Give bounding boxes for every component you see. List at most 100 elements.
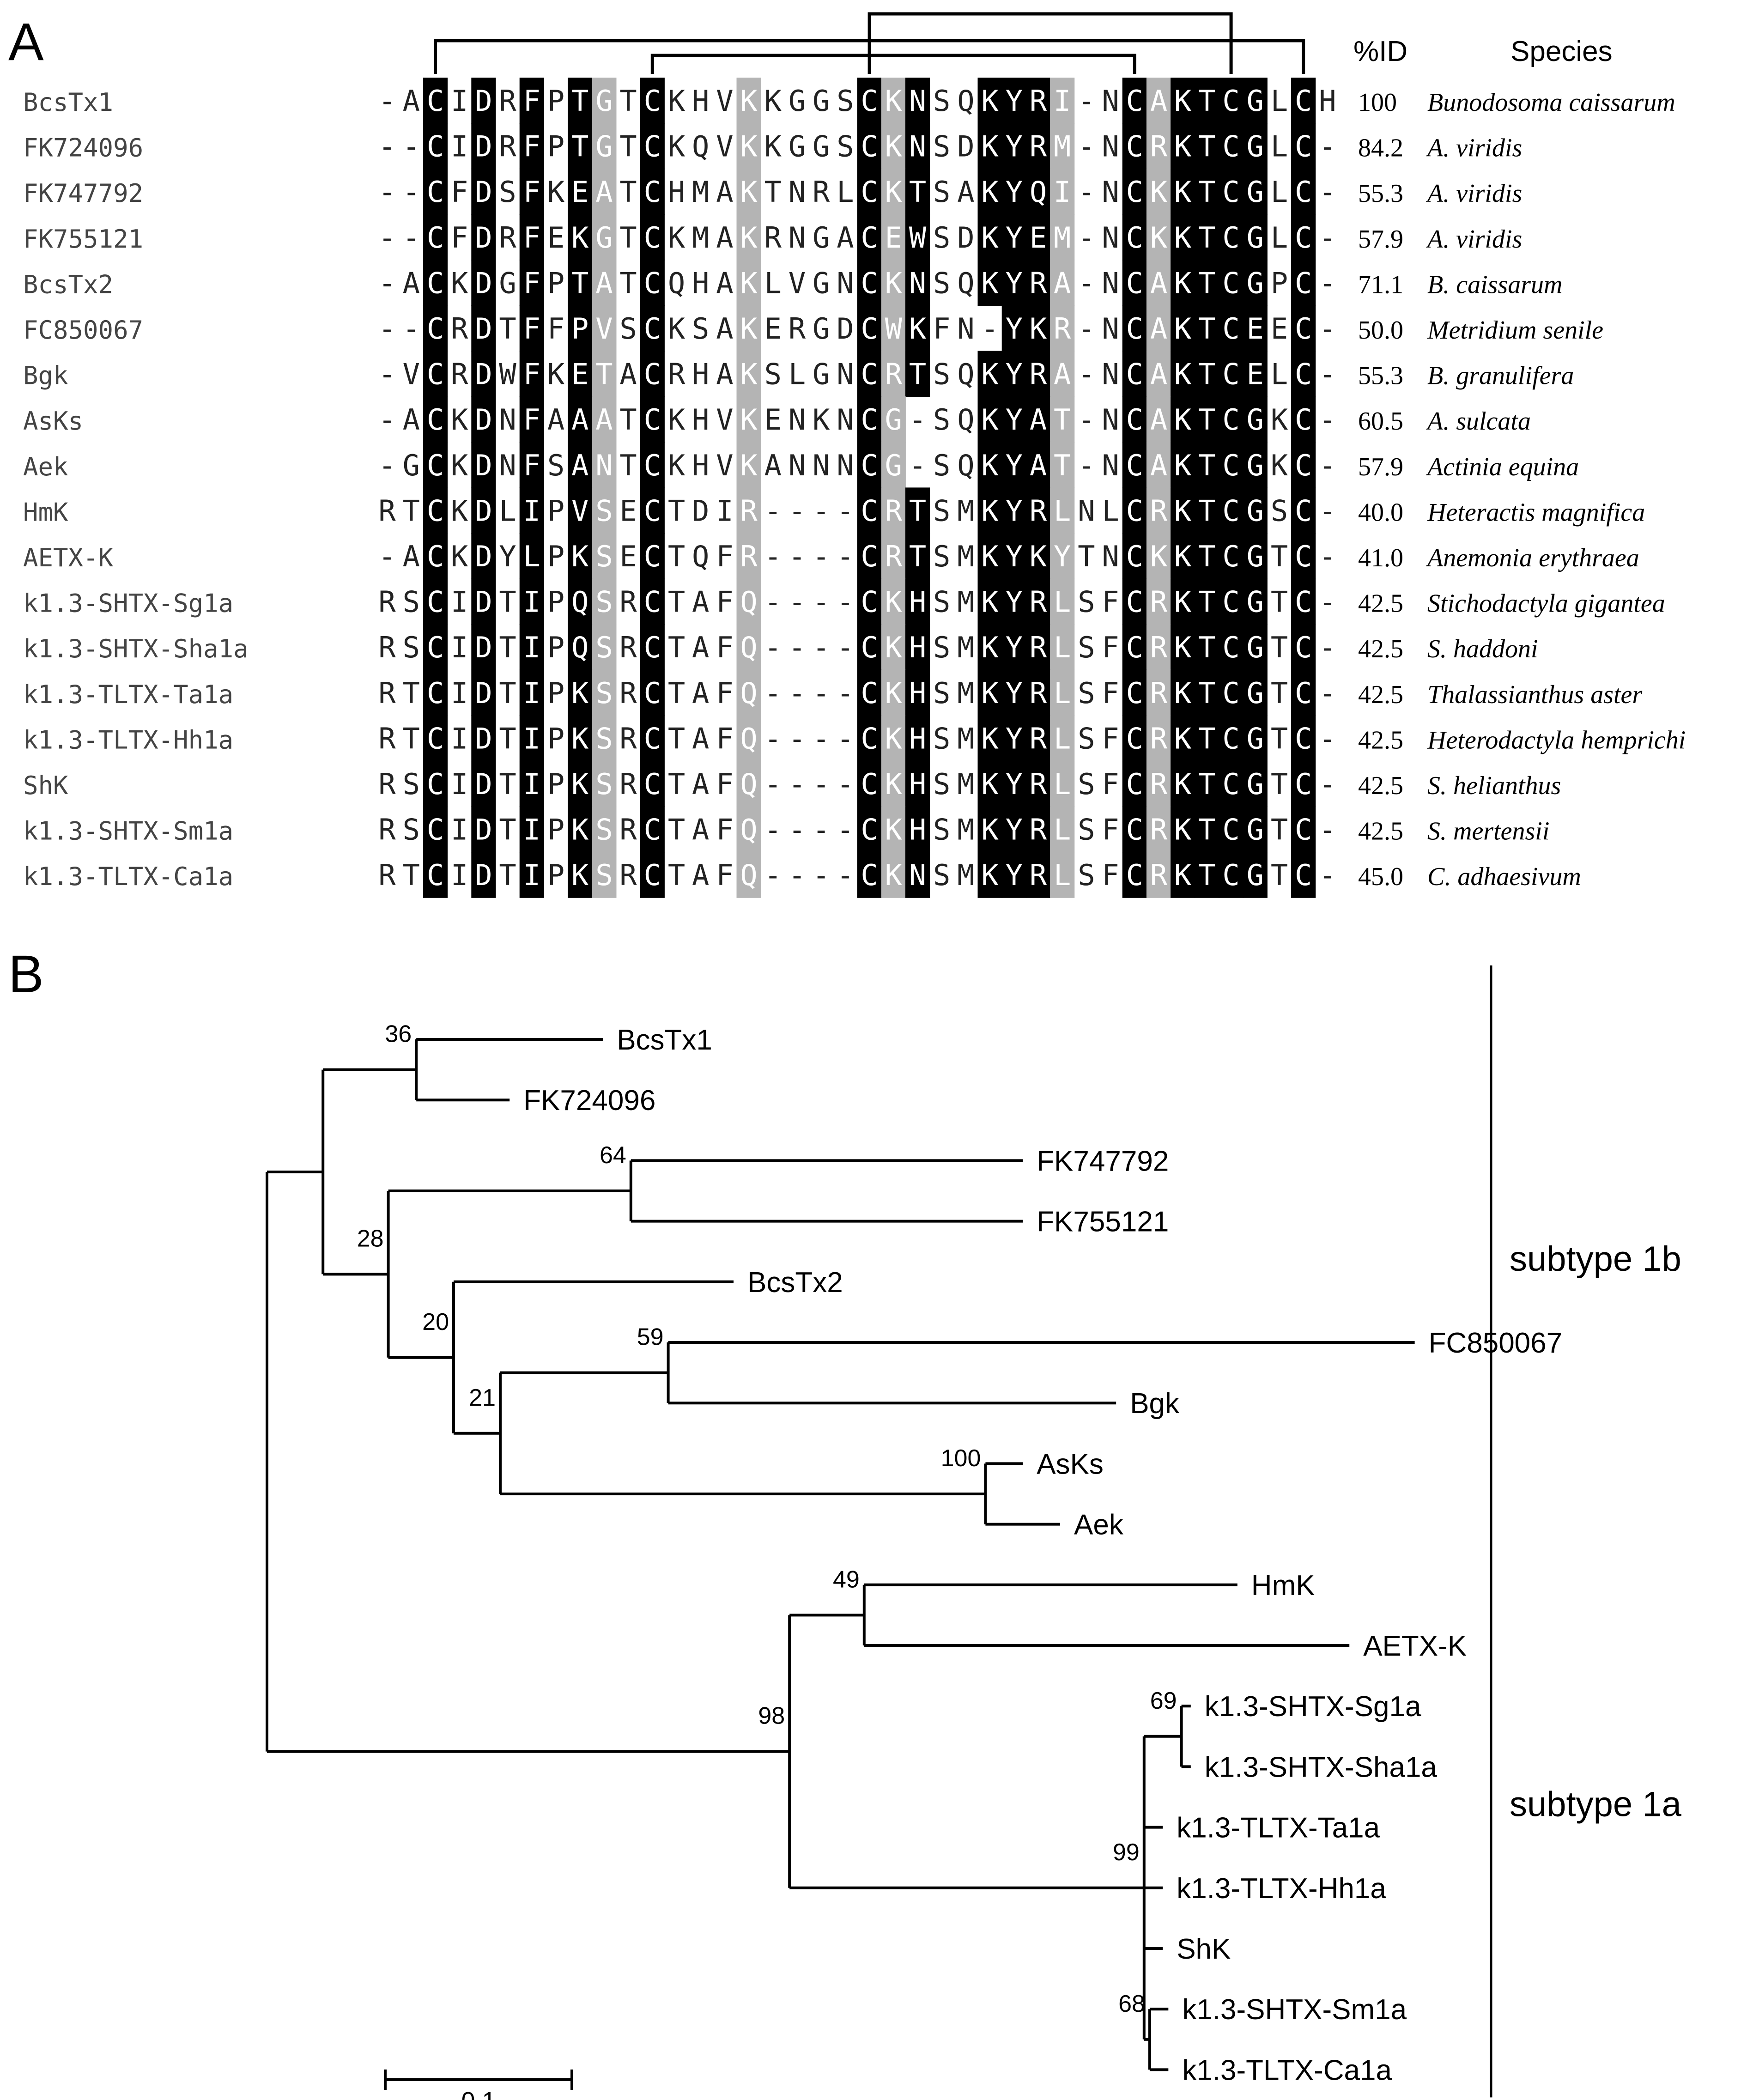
residue: C [1295,358,1312,391]
shade-cell [519,487,544,534]
shade-cell [1219,578,1244,625]
shade-cell [592,214,617,261]
residue: P [547,494,564,528]
shade-cell [905,533,930,579]
residue: R [619,767,637,801]
shade-cell [519,715,544,761]
shade-cell [471,852,496,898]
shade-cell [1025,169,1051,215]
percent-identity: 40.0 [1358,498,1403,527]
residue: C [861,358,878,391]
residue: K [740,312,758,346]
residue: C [861,449,878,482]
residue: K [981,266,999,300]
shade-cell [568,260,593,306]
shade-cell [736,806,761,853]
shade-cell [1219,806,1244,853]
shade-cell [881,852,906,898]
residue: M [957,494,974,528]
shade-cell [568,123,593,170]
residue: - [789,858,806,892]
shade-cell [977,715,1002,761]
shade-cell [977,351,1002,397]
shade-cell [905,852,930,898]
residue: S [595,631,613,664]
residue: N [909,266,926,300]
shade-cell [1243,669,1268,716]
residue: V [716,84,733,118]
residue: F [451,175,468,209]
residue: T [619,84,637,118]
residue: Y [1006,813,1023,847]
residue: Y [1006,722,1023,755]
residue: S [619,312,637,346]
residue: - [789,676,806,710]
residue: T [1198,631,1215,664]
shade-cell [977,260,1002,306]
residue: G [1247,175,1264,209]
shade-cell [736,669,761,716]
shade-cell [1050,852,1075,898]
shade-cell [1001,78,1026,124]
percent-identity: 41.0 [1358,544,1403,572]
shade-cell [1001,715,1026,761]
residue: C [1295,585,1312,619]
shade-cell [519,351,544,397]
shade-cell [519,396,544,443]
shade-cell [1243,214,1268,261]
shade-cell [640,578,665,625]
shade-cell [640,852,665,898]
sequence-name: FK747792 [23,179,143,208]
shade-cell [1171,669,1195,716]
residue: K [1174,175,1192,209]
residue: K [981,858,999,892]
residue: C [427,540,444,573]
shade-cell [905,761,930,807]
residue: N [837,266,854,300]
sequence-name: FC850067 [23,316,143,345]
shade-cell [1050,624,1075,670]
sequence-name: AETX-K [23,543,114,572]
shade-cell [1291,715,1316,761]
residue: T [619,403,637,437]
residue: A [837,221,854,255]
residue: T [668,494,685,528]
shade-cell [1122,305,1147,352]
residue: P [547,858,564,892]
shade-cell [1171,624,1195,670]
residue: S [595,858,613,892]
residue: C [644,84,661,118]
shade-cell [1219,351,1244,397]
shade-cell [471,715,496,761]
residue: E [547,221,564,255]
residue: C [1222,358,1239,391]
residue: C [861,221,878,255]
shade-cell [1195,624,1219,670]
residue: T [1198,175,1215,209]
shade-cell [1025,669,1051,716]
residue: K [1174,858,1192,892]
residue: C [1222,449,1239,482]
residue: Y [1006,312,1023,346]
residue: K [885,130,903,164]
residue: K [451,403,468,437]
residue: K [740,175,758,209]
bootstrap-value: 69 [1150,1687,1177,1714]
residue: T [1198,676,1215,710]
residue: G [403,449,420,482]
residue: N [499,403,516,437]
residue: R [619,585,637,619]
shade-cell [568,624,593,670]
residue: S [1078,722,1095,755]
residue: Y [1006,84,1023,118]
residue: A [1150,449,1167,482]
residue: F [523,130,540,164]
residue: S [595,540,613,573]
residue: - [378,449,395,482]
residue: R [499,84,516,118]
residue: K [981,631,999,664]
